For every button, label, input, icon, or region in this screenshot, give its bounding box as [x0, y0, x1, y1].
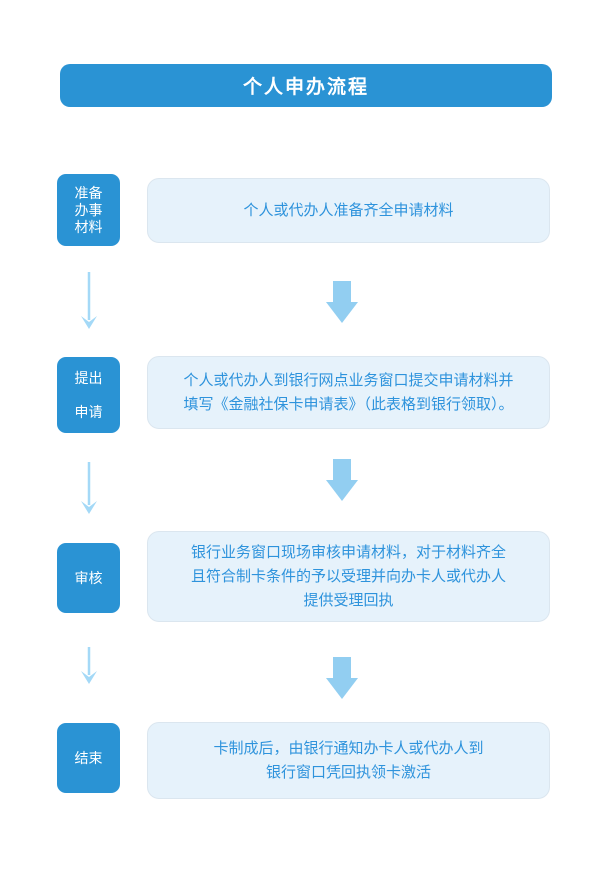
block-down-arrow-icon	[326, 281, 358, 323]
description-line: 卡制成后，由银行通知办卡人或代办人到	[213, 739, 484, 757]
description-line: 银行窗口凭回执领卡激活	[265, 763, 431, 781]
step-label-line: 结束	[74, 750, 103, 766]
step-description-submit-application: 个人或代办人到银行网点业务窗口提交申请材料并 填写《金融社保卡申请表》（此表格到…	[147, 356, 550, 429]
description-line: 个人或代办人到银行网点业务窗口提交申请材料并	[183, 371, 514, 389]
step-description-finish: 卡制成后，由银行通知办卡人或代办人到 银行窗口凭回执领卡激活	[147, 722, 550, 799]
step-label-line: 提出	[74, 369, 103, 386]
description-line: 个人或代办人准备齐全申请材料	[243, 201, 454, 219]
description-line: 提供受理回执	[303, 591, 394, 609]
step-label-line: 申请	[74, 403, 103, 420]
step-label-prepare-materials: 准备 办事 材料	[57, 174, 120, 246]
step-label-submit-application: 提出 申请	[57, 357, 120, 433]
step-label-finish: 结束	[57, 723, 120, 793]
description-line: 银行业务窗口现场审核申请材料，对于材料齐全	[190, 543, 506, 561]
step-label-line: 材料	[74, 218, 103, 235]
step-label-line: 准备	[74, 184, 103, 201]
description-line: 且符合制卡条件的予以受理并向办卡人或代办人	[190, 567, 506, 585]
step-label-review: 审核	[57, 543, 120, 613]
step-description-prepare-materials: 个人或代办人准备齐全申请材料	[147, 178, 550, 243]
step-description-review: 银行业务窗口现场审核申请材料，对于材料齐全 且符合制卡条件的予以受理并向办卡人或…	[147, 531, 550, 622]
thin-down-arrow-icon	[81, 462, 97, 514]
block-down-arrow-icon	[326, 459, 358, 501]
step-label-line: 办事	[74, 201, 103, 218]
description-line: 填写《金融社保卡申请表》（此表格到银行领取）。	[183, 395, 514, 413]
step-label-line: 审核	[74, 570, 103, 586]
page-title: 个人申办流程	[60, 64, 552, 107]
thin-down-arrow-icon	[81, 647, 97, 684]
thin-down-arrow-icon	[81, 272, 97, 329]
block-down-arrow-icon	[326, 657, 358, 699]
